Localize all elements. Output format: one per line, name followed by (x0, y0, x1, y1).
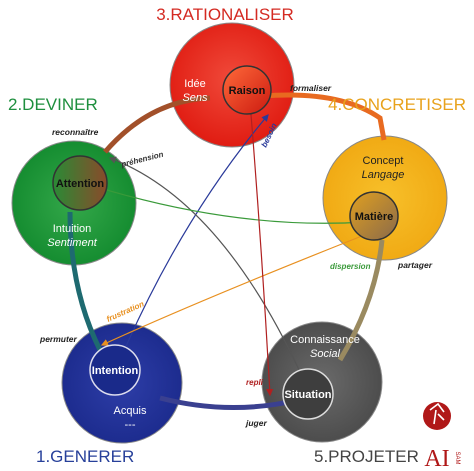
label-intuition: Intuition (53, 223, 92, 235)
band-situation-generer (159, 395, 299, 410)
logo: AI SAM (423, 402, 460, 471)
title-rationaliser: 3.RATIONALISER (156, 5, 294, 24)
band-raison-concretiser (261, 92, 387, 141)
label-frustration: frustration (105, 299, 145, 324)
arrow-repli (249, 101, 274, 397)
label-acquis: Acquis (113, 405, 147, 417)
label-sentiment: Sentiment (47, 237, 97, 249)
logo-sub: SAM (454, 451, 460, 464)
label-idee: Idée (184, 78, 205, 90)
label-repli: repli (246, 378, 264, 387)
label-reconnaitre: reconnaître (52, 127, 99, 137)
label-dispersion: dispersion (330, 262, 371, 271)
label-raison: Raison (229, 85, 266, 97)
matiere-inner-circle (349, 191, 399, 241)
title-concretiser: 4.CONCRETISER (328, 95, 466, 114)
label-concept: Concept (363, 155, 404, 167)
title-deviner: 2.DEVINER (8, 95, 98, 114)
label-langage: Langage (362, 169, 405, 181)
situation-inner-circle (282, 368, 334, 420)
label-permuter: permuter (39, 334, 78, 344)
arrow-besoin (119, 114, 269, 361)
label-connaissance: Connaissance (290, 334, 360, 346)
logo-text: AI (424, 446, 449, 471)
label-intention: Intention (92, 365, 139, 377)
band-attention-intention (67, 211, 103, 352)
label-dashes: --- (125, 419, 136, 431)
logo-figure-icon (429, 402, 445, 425)
label-prehension: préhension (119, 150, 164, 169)
label-social: Social (310, 348, 341, 360)
label-juger: juger (245, 418, 267, 428)
arrow-frustration (100, 231, 373, 346)
logo-emblem (423, 402, 451, 430)
label-attention: Attention (56, 178, 105, 190)
band-raison-deviner (103, 95, 211, 154)
label-sens: Sens (182, 92, 208, 104)
title-generer: 1.GENERER (36, 447, 134, 466)
title-projeter: 5.PROJETER (314, 447, 419, 466)
arrow-prehension (108, 156, 301, 373)
raison-inner-circle (222, 65, 272, 115)
band-matiere-situation (337, 239, 385, 362)
label-matiere: Matière (355, 211, 394, 223)
label-situation: Situation (284, 389, 331, 401)
label-partager: partager (397, 260, 433, 270)
intention-inner-circle (89, 344, 141, 396)
label-formaliser: formaliser (290, 83, 332, 93)
attention-inner-circle (52, 155, 108, 211)
arrow-dispersion (99, 187, 367, 226)
